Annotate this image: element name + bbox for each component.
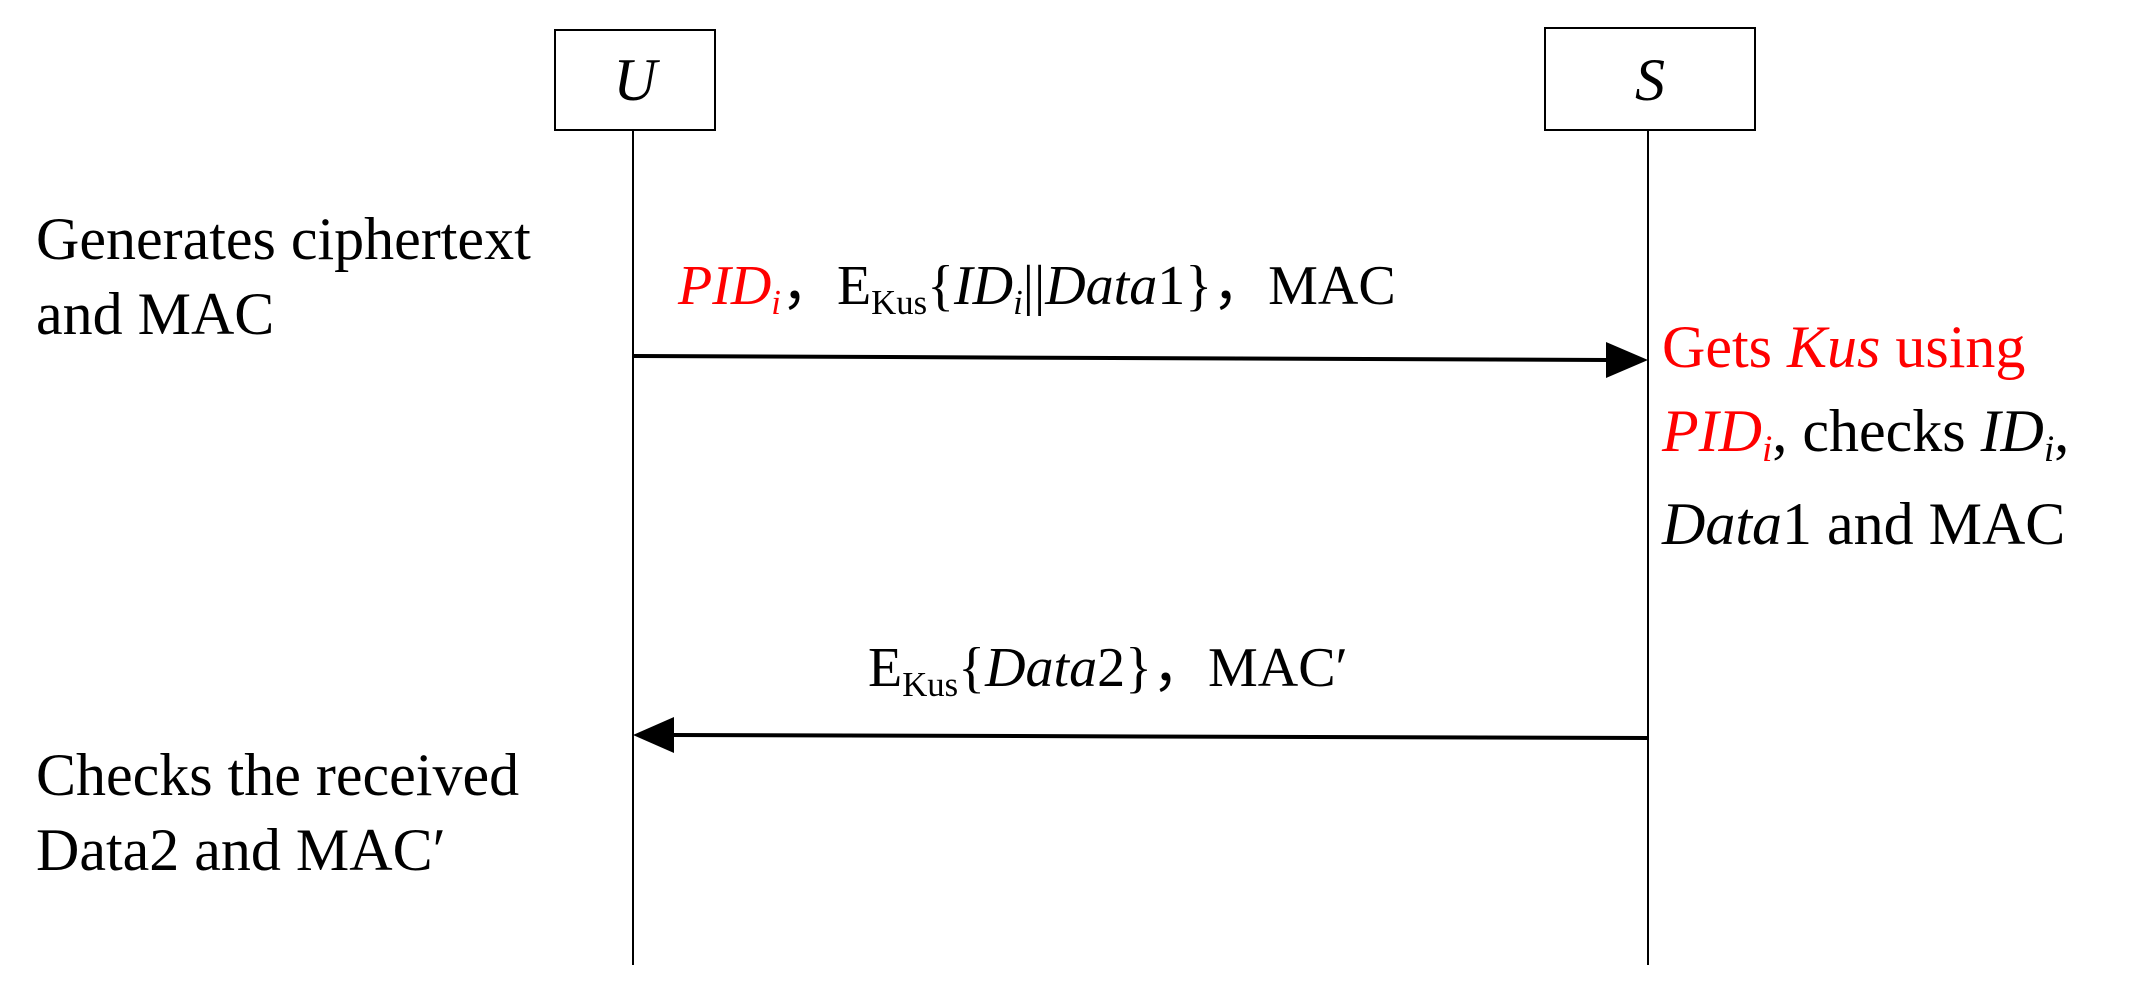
note-line: Checks the received bbox=[36, 742, 520, 808]
pid-term: PID bbox=[1662, 398, 1762, 464]
note-line: Gets Kus using bbox=[1662, 314, 2026, 380]
note-line: and MAC bbox=[36, 281, 275, 347]
participant-box-u bbox=[554, 29, 716, 131]
note-line: Generates ciphertext bbox=[36, 206, 531, 272]
key-kus: Kus bbox=[1786, 314, 1881, 380]
note-line: PIDi, checks IDi, bbox=[1662, 398, 2070, 471]
note-line: Data2 and MAC′ bbox=[36, 817, 446, 883]
arrow-response bbox=[633, 717, 1649, 753]
note-line: Data1 and MAC bbox=[1662, 491, 2066, 557]
participant-label-s: S bbox=[1635, 47, 1665, 113]
note-user-generates: Generates ciphertext and MAC bbox=[36, 202, 531, 352]
arrow-request bbox=[632, 342, 1648, 378]
pid-term: PID bbox=[678, 255, 772, 317]
participant-label-u: U bbox=[613, 47, 657, 113]
note-server-checks: Gets Kus using PIDi, checks IDi, Data1 a… bbox=[1662, 305, 2069, 566]
message-label-request: PIDi，EKus{IDi||Data1}，MAC bbox=[678, 255, 1396, 322]
message-label-response: EKus{Data2}，MAC′ bbox=[868, 637, 1348, 704]
note-user-checks: Checks the received Data2 and MAC′ bbox=[36, 738, 519, 888]
participant-box-s bbox=[1544, 27, 1756, 131]
